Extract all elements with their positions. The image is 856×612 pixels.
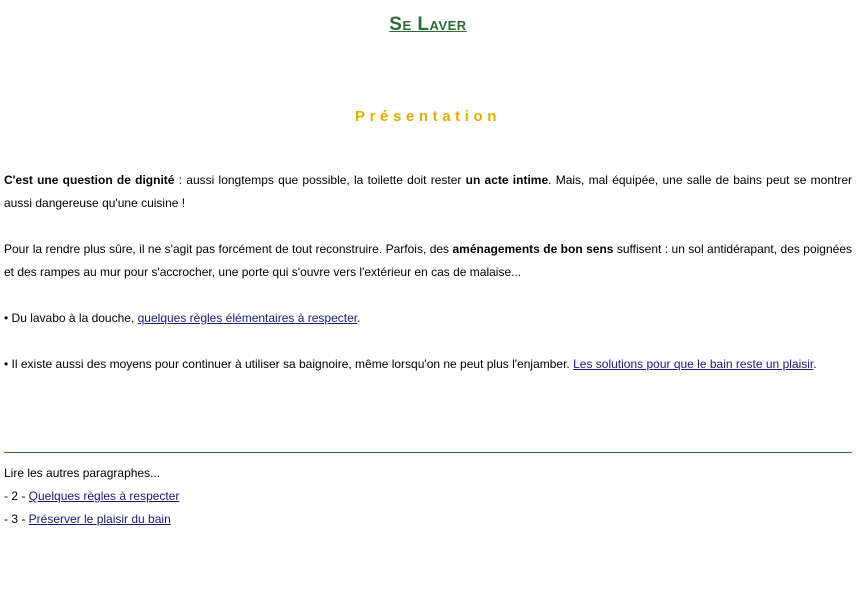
paragraph-intro-bold-1: C'est une question de dignité: [4, 173, 175, 187]
paragraph-intro-text-1: : aussi longtemps que possible, la toile…: [174, 173, 466, 187]
page-title: Se Laver: [389, 14, 467, 35]
list-item: - 3 - Préserver le plaisir du bain: [4, 508, 852, 531]
other-paragraphs-intro: Lire les autres paragraphes...: [4, 466, 161, 480]
section-divider: [4, 452, 852, 453]
paragraph-bath: • Il existe aussi des moyens pour contin…: [4, 353, 852, 376]
paragraph-rules-text-1: • Du lavabo à la douche,: [4, 311, 138, 325]
page-title-wrapper: Se Laver: [4, 14, 852, 36]
list-item-prefix: - 2 -: [4, 489, 29, 503]
rules-link[interactable]: quelques règles élémentaires à respecter: [137, 311, 358, 325]
paragraph-bath-text-1: • Il existe aussi des moyens pour contin…: [4, 357, 574, 371]
paragraph-safety-bold-1: aménagements de bon sens: [452, 242, 614, 256]
list-item-prefix: - 3 -: [4, 512, 29, 526]
paragraph-safety: Pour la rendre plus sûre, il ne s'agit p…: [4, 238, 852, 284]
bath-solutions-link[interactable]: Les solutions pour que le bain reste un …: [573, 357, 814, 371]
paragraph-safety-text-1: Pour la rendre plus sûre, il ne s'agit p…: [4, 242, 453, 256]
other-paragraphs: Lire les autres paragraphes... - 2 - Que…: [4, 462, 852, 531]
list-item: - 2 - Quelques règles à respecter: [4, 485, 852, 508]
paragraph-intro-text-2: . Mais, mal équipée, une salle de bains …: [4, 173, 853, 210]
paragraph-rules: • Du lavabo à la douche, quelques règles…: [4, 307, 852, 330]
bath-paragraph-link[interactable]: Préserver le plaisir du bain: [28, 512, 171, 526]
rules-paragraph-link[interactable]: Quelques règles à respecter: [28, 489, 180, 503]
paragraph-safety-text-2: suffisent : un sol antidérapant, des poi…: [4, 242, 852, 279]
paragraph-bath-text-2: .: [813, 357, 817, 371]
section-subtitle: Présentation: [354, 108, 502, 125]
paragraph-intro: C'est une question de dignité : aussi lo…: [4, 169, 852, 215]
paragraph-intro-bold-2: un acte intime: [465, 173, 549, 187]
paragraph-rules-text-2: .: [357, 311, 361, 325]
